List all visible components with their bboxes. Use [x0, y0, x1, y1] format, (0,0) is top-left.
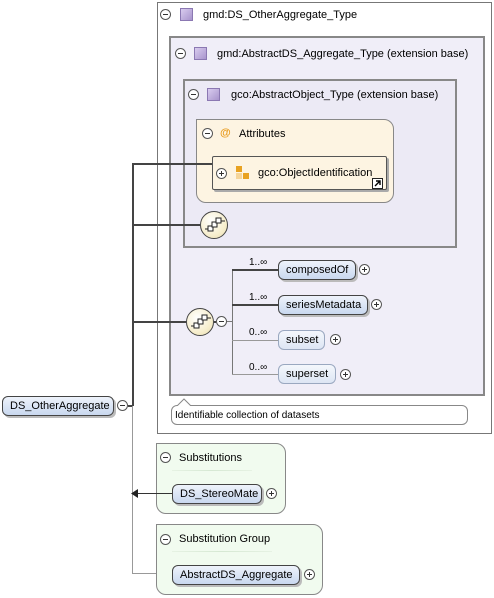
connector-line — [214, 321, 216, 323]
arrow-head-icon — [131, 489, 138, 498]
multiplicity-label: 0..∞ — [249, 362, 268, 373]
connector-line — [136, 493, 172, 494]
outer-type-label: gmd:DS_OtherAggregate_Type — [203, 9, 358, 21]
substitution-group-title: Substitution Group — [179, 533, 271, 545]
substitution-group-element-AbstractDS_Aggregate[interactable]: AbstractDS_Aggregate — [172, 565, 300, 585]
connector-line — [132, 163, 212, 165]
connector-line — [132, 573, 172, 574]
expand-seriesMetadata-toggle[interactable] — [371, 299, 382, 310]
element-composedOf[interactable]: composedOf — [278, 260, 356, 280]
collapse-outer-type-toggle[interactable] — [160, 9, 171, 20]
complex-type-icon — [180, 8, 193, 21]
collapse-object-type-toggle[interactable] — [188, 89, 199, 100]
substitutions-title: Substitutions — [179, 452, 242, 464]
collapse-substitution-group-toggle[interactable] — [160, 534, 171, 545]
collapse-substitutions-toggle[interactable] — [160, 452, 171, 463]
root-element[interactable]: DS_OtherAggregate — [2, 396, 114, 416]
collapse-aggregate-type-toggle[interactable] — [175, 48, 186, 59]
complex-type-icon — [194, 47, 207, 60]
element-label: composedOf — [286, 264, 349, 276]
sequence-icon[interactable] — [186, 308, 214, 336]
connector-line — [227, 321, 232, 322]
element-label: seriesMetadata — [286, 299, 362, 311]
expand-DS_StereoMate-toggle[interactable] — [266, 488, 277, 499]
attributes-label: Attributes — [239, 128, 286, 140]
element-label: DS_StereoMate — [180, 488, 259, 500]
attribute-at-icon: @ — [220, 127, 231, 139]
connector-line — [232, 270, 233, 375]
connector-line — [132, 406, 133, 573]
attribute-group-icon — [236, 166, 250, 180]
connector-line — [132, 224, 200, 226]
element-label: superset — [286, 368, 329, 380]
connector-line — [132, 163, 134, 406]
connector-line — [232, 374, 278, 375]
element-label: AbstractDS_Aggregate — [180, 569, 293, 581]
section-divider — [172, 551, 272, 552]
expand-AbstractDS_Aggregate-toggle[interactable] — [304, 569, 315, 580]
connector-line — [132, 321, 186, 323]
aggregate-type-label: gmd:AbstractDS_Aggregate_Type (extension… — [217, 48, 469, 60]
element-superset[interactable]: superset — [278, 364, 336, 384]
multiplicity-label: 1..∞ — [249, 292, 268, 303]
reference-arrow-icon — [372, 178, 383, 189]
connector-line — [232, 340, 278, 341]
documentation-text: Identifiable collection of datasets — [175, 410, 320, 421]
collapse-root-toggle[interactable] — [117, 400, 128, 411]
documentation-pointer — [177, 398, 191, 406]
expand-superset-toggle[interactable] — [340, 369, 351, 380]
connector-line — [232, 304, 278, 306]
element-subset[interactable]: subset — [278, 330, 325, 350]
object-type-label: gco:AbstractObject_Type (extension base) — [231, 89, 439, 101]
attribute-group-label: gco:ObjectIdentification — [258, 167, 373, 179]
complex-type-icon — [207, 88, 220, 101]
collapse-sequence-toggle[interactable] — [216, 316, 227, 327]
documentation-box: Identifiable collection of datasets — [171, 405, 468, 425]
substitution-element-DS_StereoMate[interactable]: DS_StereoMate — [172, 484, 262, 504]
multiplicity-label: 1..∞ — [249, 257, 268, 268]
expand-subset-toggle[interactable] — [330, 334, 341, 345]
sequence-icon[interactable] — [200, 211, 228, 239]
root-element-label: DS_OtherAggregate — [10, 400, 110, 412]
section-divider — [172, 470, 252, 471]
element-label: subset — [286, 334, 319, 346]
expand-composedOf-toggle[interactable] — [359, 264, 370, 275]
expand-attribute-group-toggle[interactable] — [216, 168, 227, 179]
element-seriesMetadata[interactable]: seriesMetadata — [278, 295, 368, 315]
connector-line — [128, 405, 133, 407]
multiplicity-label: 0..∞ — [249, 327, 268, 338]
connector-line — [232, 269, 278, 271]
collapse-attributes-toggle[interactable] — [202, 128, 213, 139]
